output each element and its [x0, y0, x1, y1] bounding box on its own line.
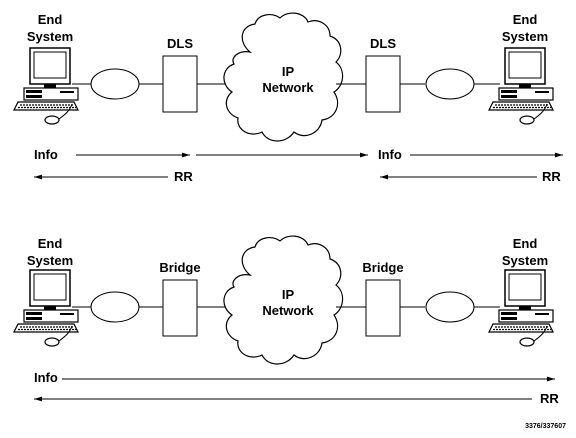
top-network-label-line2: Network: [262, 80, 314, 95]
bottom-right-device-label: Bridge: [362, 260, 403, 275]
top-info-label-right: Info: [378, 147, 402, 162]
top-left-system-label-line2: System: [27, 29, 73, 44]
top-right-device-label: DLS: [370, 36, 396, 51]
bottom-left-bridge-box: [162, 279, 198, 337]
top-right-lan-ellipse: [425, 68, 475, 100]
top-right-system-label-line2: System: [502, 29, 548, 44]
top-left-system-label-line1: End: [38, 12, 63, 27]
bottom-right-lan-ellipse: [425, 291, 475, 323]
bottom-right-system-label-line1: End: [513, 236, 538, 251]
top-rr-label-right: RR: [542, 169, 561, 184]
top-right-dls-box: [365, 55, 401, 113]
top-right-computer-icon: [488, 47, 554, 125]
figure-id-label: 3376/337607: [525, 423, 566, 430]
bottom-diagram: End System End System Bridge IP Network …: [13, 235, 559, 406]
top-left-dls-box: [162, 55, 198, 113]
bottom-right-computer-icon: [488, 269, 554, 347]
bottom-right-system-label-line2: System: [502, 253, 548, 268]
bottom-left-system-label-line2: System: [27, 253, 73, 268]
top-left-device-label: DLS: [167, 36, 193, 51]
bottom-network-label-line1: IP: [282, 287, 295, 302]
top-right-system-label-line1: End: [513, 12, 538, 27]
top-network-label-line1: IP: [282, 64, 295, 79]
top-rr-label-left: RR: [174, 169, 193, 184]
top-left-lan-ellipse: [90, 68, 140, 100]
top-diagram: End System End System DLS IP Network DLS…: [13, 12, 563, 184]
top-info-label-left: Info: [34, 147, 58, 162]
bottom-left-system-label-line1: End: [38, 236, 63, 251]
bottom-network-label-line2: Network: [262, 303, 314, 318]
top-left-computer-icon: [13, 47, 79, 125]
bottom-left-lan-ellipse: [90, 291, 140, 323]
bottom-left-device-label: Bridge: [159, 260, 200, 275]
bottom-rr-label: RR: [540, 391, 559, 406]
bottom-left-computer-icon: [13, 269, 79, 347]
bottom-right-bridge-box: [365, 279, 401, 337]
bottom-info-label: Info: [34, 370, 58, 385]
